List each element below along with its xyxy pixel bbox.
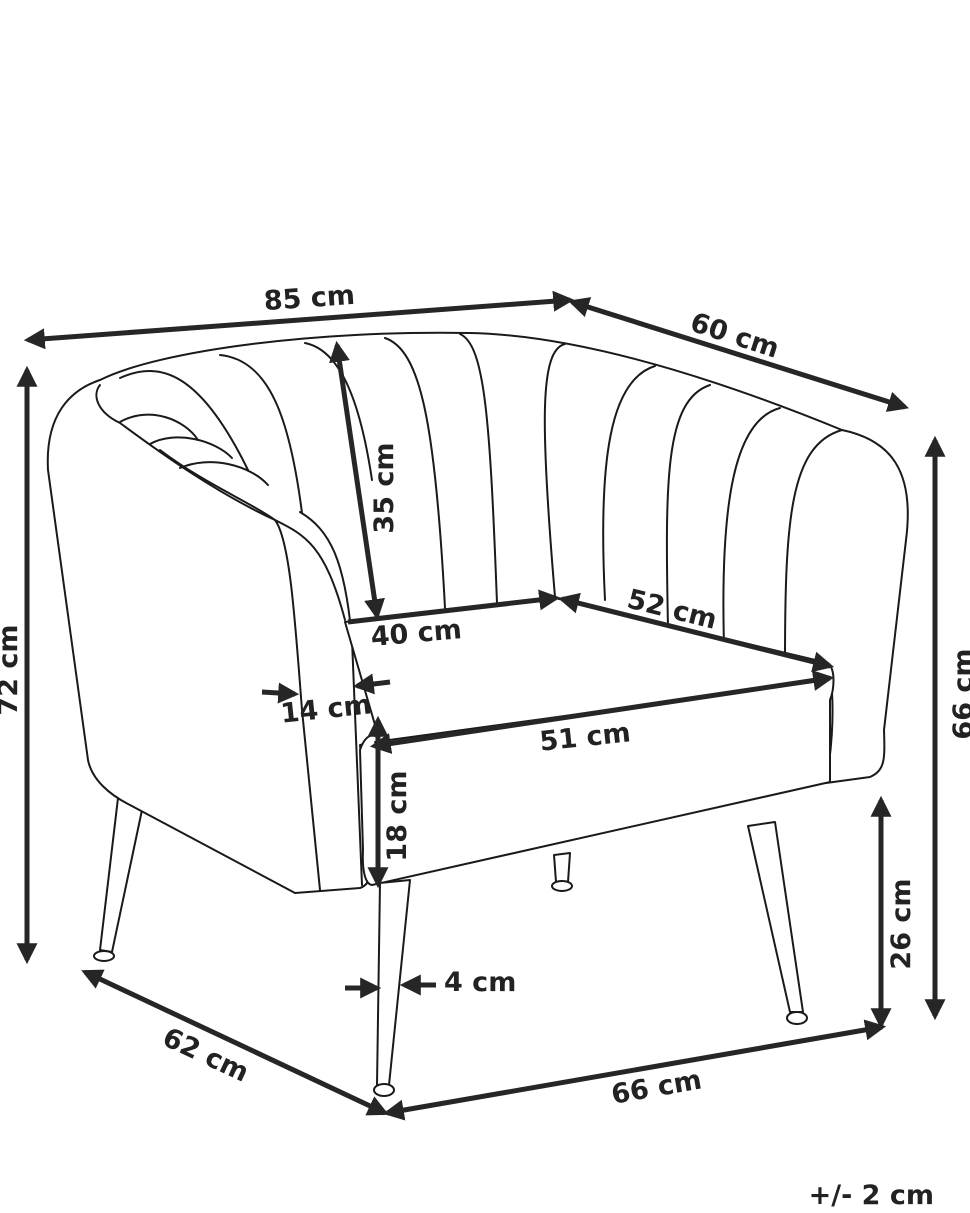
base-depth-label: 62 cm (158, 1022, 254, 1089)
side-height-label: 66 cm (948, 648, 970, 739)
seat-depth-line (347, 589, 561, 625)
base-depth-arrow (81, 969, 389, 1116)
back-channel-1 (119, 413, 199, 441)
dimension-arrows (16, 290, 946, 1121)
width-label: 85 cm (263, 280, 356, 317)
armrest-left-arrow (261, 682, 300, 704)
width-arrow (23, 290, 575, 350)
tolerance-note: +/- 2 cm (809, 1180, 934, 1211)
back-channel-12 (722, 407, 781, 646)
backrest-height-arrow (329, 340, 385, 621)
base-width-arrow (382, 1019, 887, 1121)
back-left-leg (99, 797, 143, 953)
total-height-label: 72 cm (0, 624, 24, 715)
back-channel-5 (219, 354, 303, 514)
armrest-right-arrow (352, 673, 391, 695)
back-channel-3 (179, 461, 269, 486)
back-channel-4 (119, 370, 249, 471)
depth-arrow (567, 297, 910, 412)
back-channel-9 (543, 343, 566, 598)
back-middle-leg (553, 852, 571, 883)
armrest-front-face (274, 519, 321, 891)
seat-thickness-label: 18 cm (382, 770, 413, 861)
seat-height-label: 26 cm (886, 878, 917, 969)
front-right-foot (786, 1011, 808, 1025)
depth-label: 60 cm (687, 307, 783, 365)
seat-depth-side-arrow (557, 592, 835, 673)
front-left-foot (373, 1083, 395, 1097)
dimension-labels: 85 cm 60 cm 72 cm 66 cm 35 cm 40 cm 52 c… (0, 280, 970, 1211)
seat-width-arrow (369, 670, 835, 754)
back-channel-2 (149, 436, 233, 459)
back-left-foot (93, 950, 115, 962)
leg-width-label: 4 cm (444, 967, 516, 998)
inner-back-edge (95, 384, 346, 621)
backrest-height-label: 35 cm (369, 442, 400, 533)
front-right-leg (747, 821, 804, 1013)
back-middle-foot (551, 880, 573, 892)
armrest-inner-curve (159, 449, 276, 521)
